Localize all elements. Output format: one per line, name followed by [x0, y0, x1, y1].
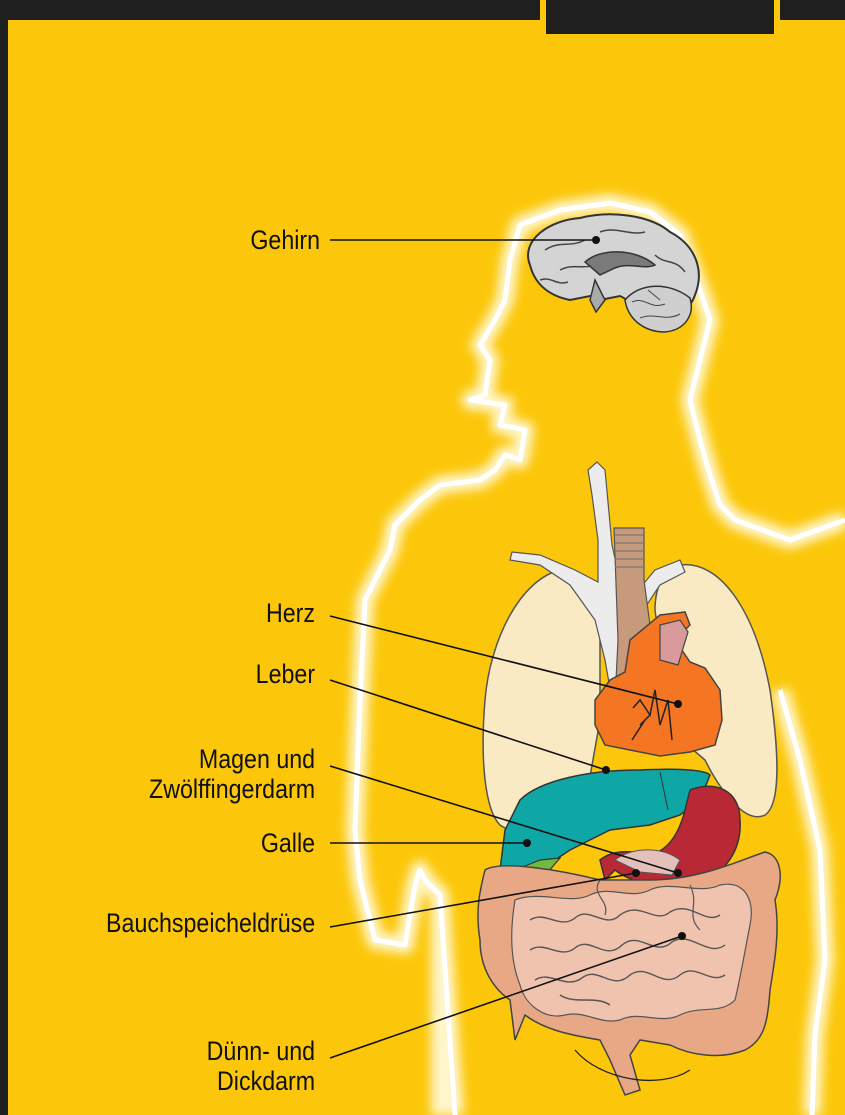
- label-pancreas: Bauchspeicheldrüse: [106, 908, 315, 938]
- label-intestine-line1: Dünn- und: [207, 1036, 315, 1066]
- label-heart: Herz: [266, 598, 315, 628]
- label-liver: Leber: [256, 659, 315, 689]
- label-gallbladder: Galle: [261, 828, 315, 858]
- left-frame-bar: [0, 0, 8, 1115]
- label-stomach: Magen und Zwölffingerdarm: [149, 744, 315, 804]
- label-intestine: Dünn- und Dickdarm: [207, 1036, 315, 1096]
- label-stomach-line1: Magen und: [149, 744, 315, 774]
- label-intestine-line2: Dickdarm: [207, 1066, 315, 1096]
- top-tab-inner: [546, 0, 774, 34]
- label-brain: Gehirn: [250, 225, 320, 255]
- label-stomach-line2: Zwölffingerdarm: [149, 774, 315, 804]
